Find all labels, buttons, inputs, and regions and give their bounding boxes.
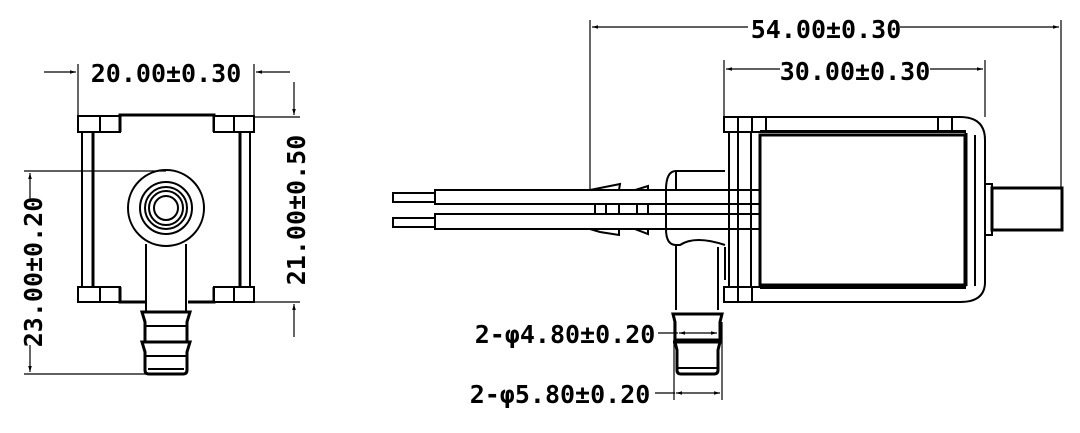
front-side-posts: [81, 132, 251, 287]
overall-length-dimension: 54.00±0.30: [589, 15, 1062, 190]
side-view: 54.00±0.30 30.00±0.30 2-φ4.80±0.20 2-φ5.…: [392, 15, 1064, 409]
front-top-flange: [77, 113, 255, 133]
body-height-dim-label: 21.00±0.50: [282, 135, 311, 286]
valve-block: [665, 170, 726, 310]
front-bottom-flange: [77, 286, 255, 304]
front-view: 20.00±0.30 21.00±0.50 23.00±0.20: [19, 59, 311, 376]
front-body-height-dimension: 21.00±0.50: [254, 82, 311, 337]
lead-wires: [392, 189, 761, 230]
body-length-dim-label: 30.00±0.30: [780, 57, 931, 86]
front-outlet-barb: [139, 244, 193, 376]
plunger: [984, 183, 1064, 236]
front-port-circles: [127, 169, 205, 247]
barb-outer-dia-label: 2-φ5.80±0.20: [470, 380, 651, 409]
outlet-barb: [671, 312, 724, 400]
width-dim-label: 20.00±0.30: [91, 59, 242, 88]
barb-outer-diameter-dimension: 2-φ5.80±0.20: [470, 380, 720, 409]
total-height-dim-label: 23.00±0.20: [19, 197, 48, 348]
body-length-dimension: 30.00±0.30: [723, 57, 986, 117]
overall-length-dim-label: 54.00±0.30: [751, 15, 902, 44]
coil-frame: [723, 116, 986, 303]
barb-inner-dia-label: 2-φ4.80±0.20: [475, 320, 656, 349]
front-width-dimension: 20.00±0.30: [44, 59, 290, 116]
front-total-height-dimension: 23.00±0.20: [19, 170, 166, 375]
barb-inner-diameter-dimension: 2-φ4.80±0.20: [475, 320, 717, 349]
inlet-barb: [589, 182, 667, 237]
